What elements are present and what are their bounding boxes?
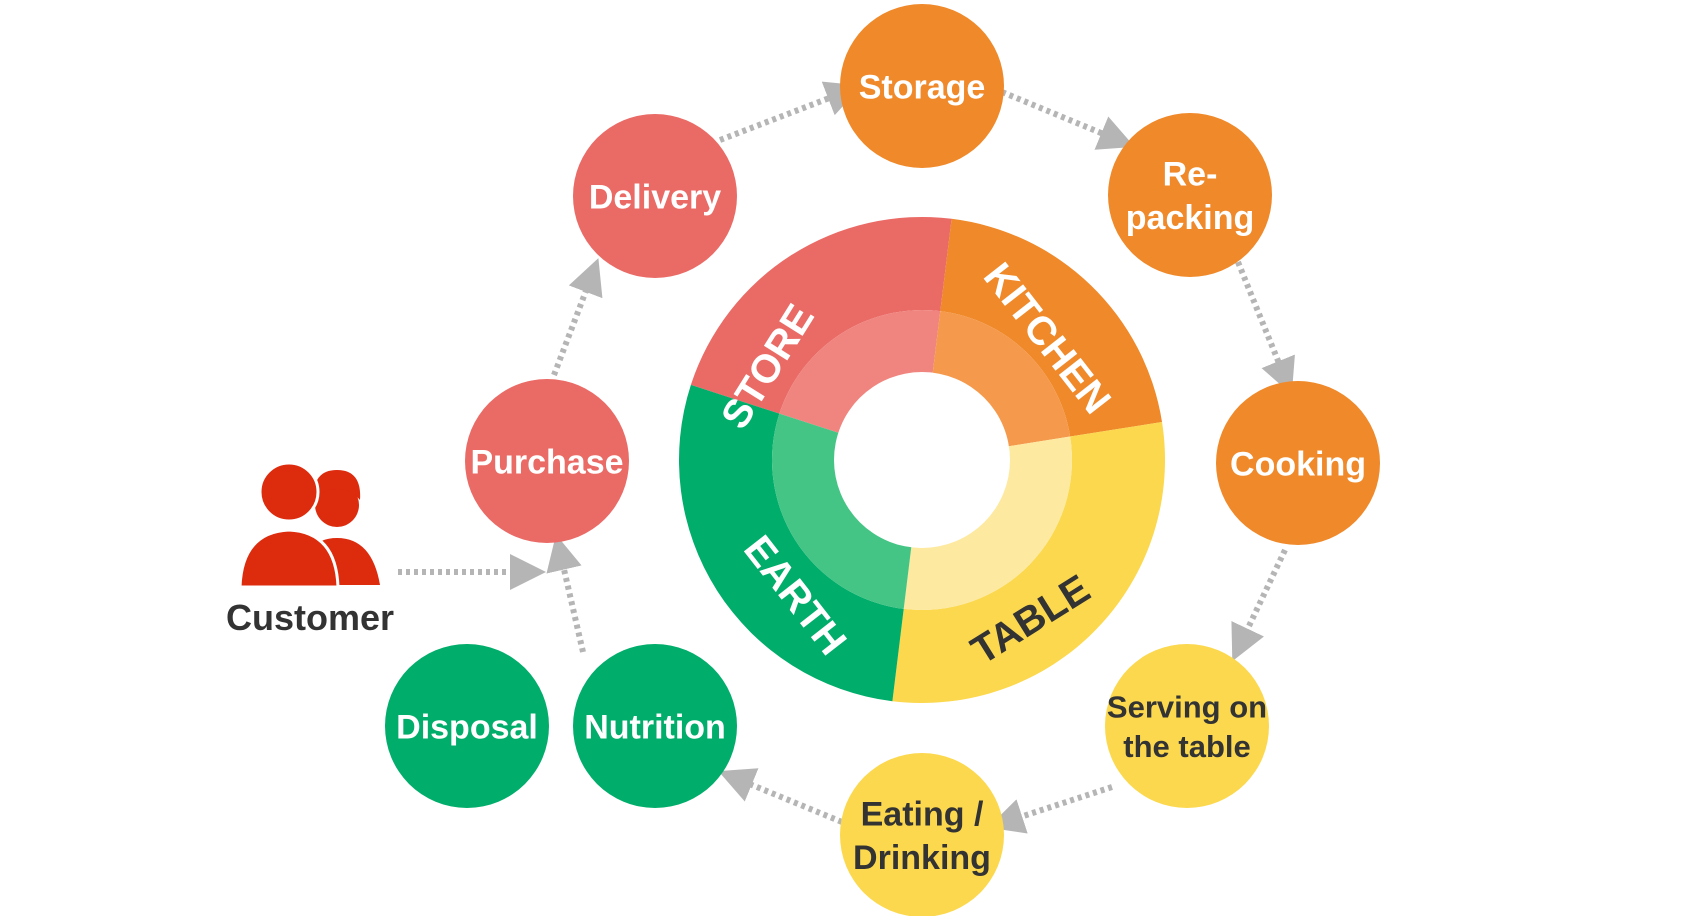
stage-delivery: Delivery [573,114,737,278]
central-ring: STORE KITCHEN TABLE EARTH [678,216,1165,703]
stage-label-line: Purchase [470,443,623,481]
stage-label: Re-packing [1126,155,1254,237]
stage-label-line: Serving on [1107,689,1267,724]
stage-label: Disposal [396,708,538,746]
stage-nutrition: Nutrition [573,644,737,808]
stage-label-line: the table [1123,729,1250,764]
stage-label-line: Drinking [853,839,991,877]
stage-label-line: packing [1126,199,1254,237]
connector-arrows [398,81,1295,834]
ring-center-hole [834,372,1010,548]
connector-arrow [1000,89,1135,150]
segment-earth-inner [772,413,912,609]
stage-label: Purchase [470,443,623,481]
stage-eating: Eating / Drinking [840,753,1004,916]
stage-label-line: Re- [1163,155,1218,193]
stage-purchase: Purchase [465,379,629,543]
segment-table [892,421,1165,703]
stage-label: Nutrition [584,708,726,746]
stage-serving: Serving on the table [1105,644,1269,808]
connector-arrow [551,258,603,377]
segment-kitchen [940,218,1163,437]
stage-label-line: Eating / [861,795,984,833]
stage-label: Delivery [589,178,721,216]
segment-kitchen-inner [932,311,1071,447]
customer-icon [238,461,380,589]
segment-store-inner [779,310,941,434]
stage-cooking: Cooking [1216,381,1380,545]
segment-earth [678,384,904,702]
stage-label-line: Delivery [589,178,721,216]
customer-label: Customer [226,597,394,638]
connector-arrow [1231,548,1288,662]
stage-label: Serving on the table [1107,689,1267,764]
connector-arrow [987,784,1113,834]
stage-label-line: Nutrition [584,708,726,746]
segment-table-inner [903,436,1072,610]
stage-repacking: Re-packing [1108,113,1272,277]
stage-label-line: Disposal [396,708,538,746]
stage-storage: Storage [840,4,1004,168]
stage-label-line: Storage [859,68,986,106]
segment-store [690,216,952,414]
connector-arrow [718,81,862,143]
connector-arrow [1235,260,1295,395]
stage-label-line: Cooking [1230,445,1366,483]
stage-label: Storage [859,68,986,106]
stage-label: Cooking [1230,445,1366,483]
connector-arrow [546,534,586,653]
stage-disposal: Disposal [385,644,549,808]
stage-label: Eating / Drinking [853,795,991,877]
connector-arrow [718,768,844,825]
